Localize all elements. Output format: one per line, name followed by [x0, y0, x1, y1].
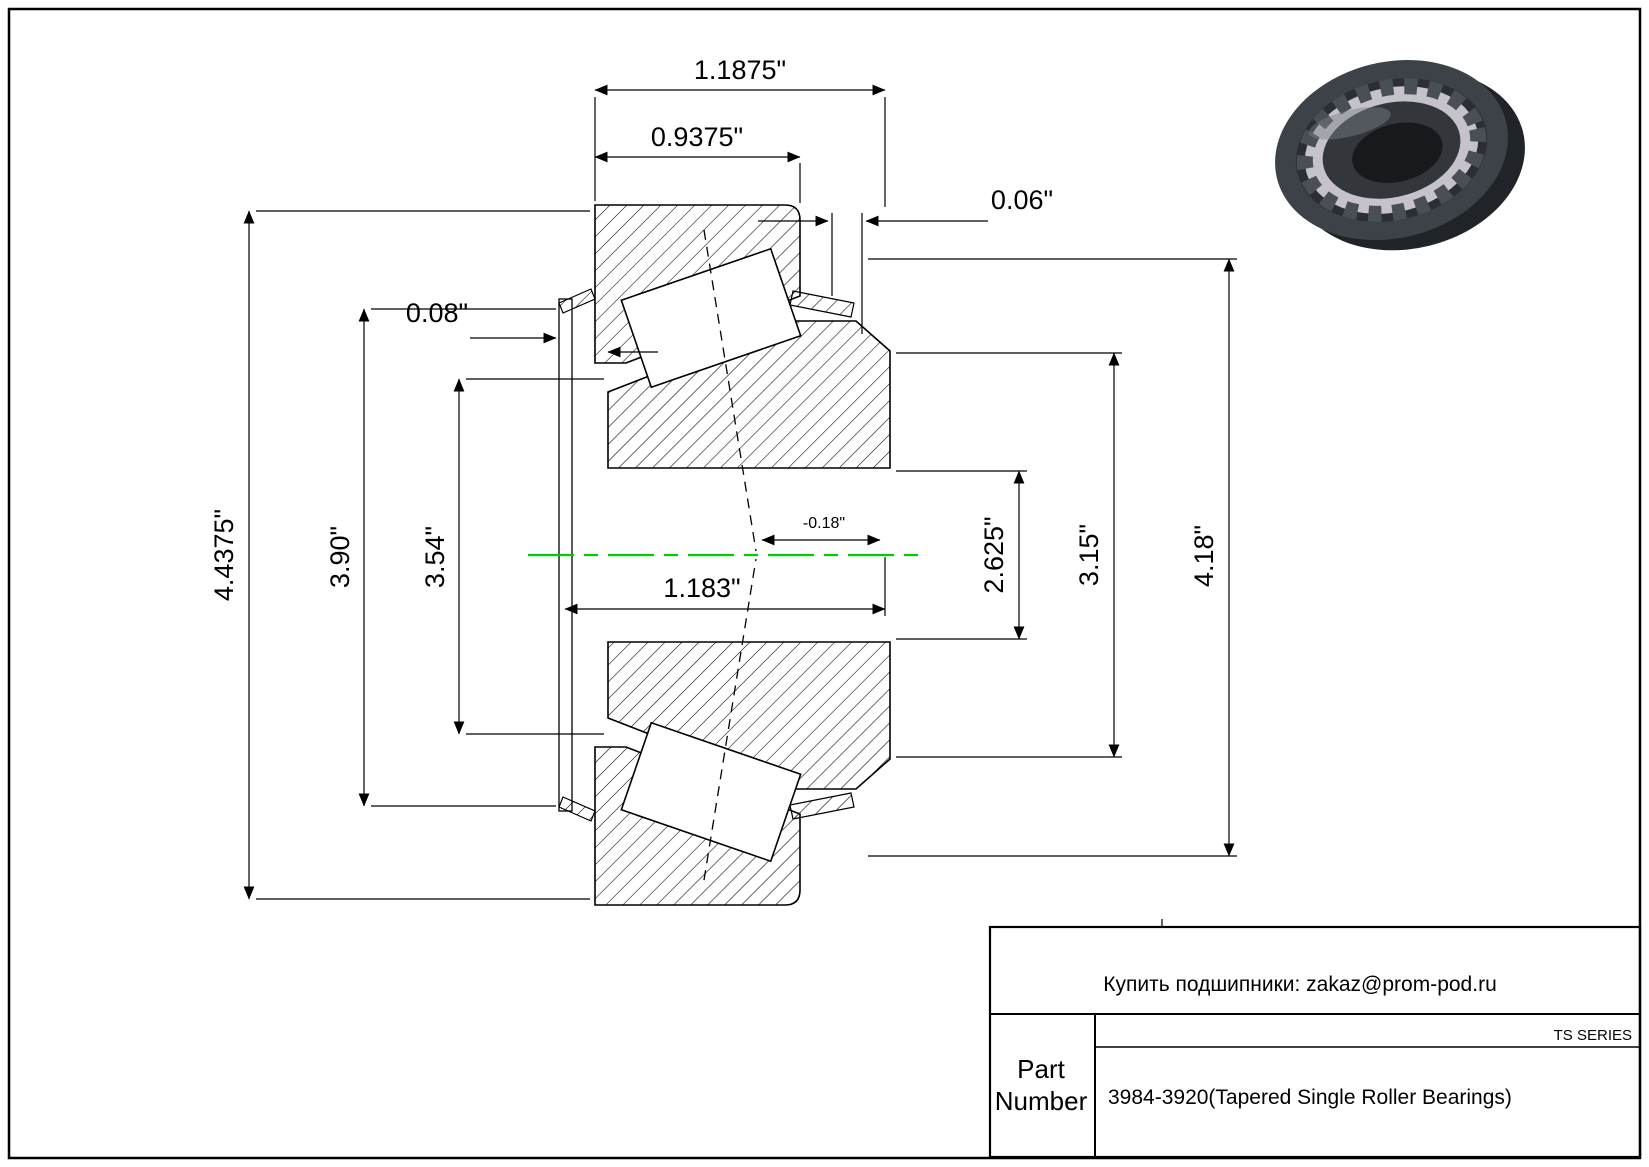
dim-label-gap-top: 0.06" — [991, 185, 1053, 215]
dim-label-018: -0.18" — [803, 515, 845, 532]
dim-label-390: 3.90" — [325, 526, 355, 588]
dim-label-354: 3.54" — [420, 526, 450, 588]
dim-label-2625: 2.625" — [979, 516, 1009, 593]
dim-label-315: 3.15" — [1074, 524, 1104, 586]
series-label: TS SERIES — [1554, 1027, 1632, 1044]
dim-label-1183: 1.183" — [663, 573, 740, 603]
cage-lip-top — [558, 288, 596, 314]
dimension-annotations — [243, 84, 1237, 900]
roller-axis-lines — [703, 229, 757, 881]
dim-label-gap-left: 0.08" — [406, 298, 468, 328]
roller-bottom — [620, 721, 802, 863]
title-block: Купить подшипники: zakaz@prom-pod.ru TS … — [988, 919, 1642, 1159]
dim-label-418: 4.18" — [1189, 525, 1219, 587]
dim-label-cup-width: 1.1875" — [694, 55, 786, 85]
part-label-line1: Part — [1017, 1054, 1065, 1084]
roller-top — [620, 247, 802, 389]
cage-small-end-top — [789, 290, 855, 318]
sheet-border — [7, 7, 1642, 1160]
part-label-line2: Number — [995, 1086, 1088, 1116]
contact-text: Купить подшипники: zakaz@prom-pod.ru — [1103, 973, 1497, 996]
dim-label-od: 4.4375" — [209, 509, 239, 601]
dimension-labels: 1.1875" 0.9375" 0.06" 0.08" 4.4375" 3.90… — [209, 55, 1219, 603]
dim-label-cone-width: 0.9375" — [651, 122, 743, 152]
title-block-border — [988, 925, 1642, 1159]
bearing-3d-image — [1275, 60, 1525, 251]
cage-lip-bottom — [558, 796, 596, 822]
cage-small-end-bottom — [789, 792, 855, 820]
part-number-value: 3984-3920(Tapered Single Roller Bearings… — [1108, 1086, 1512, 1109]
